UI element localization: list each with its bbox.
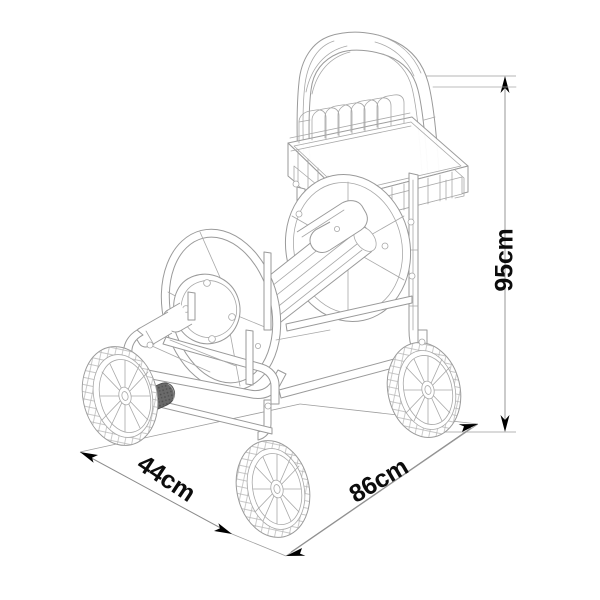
wheel-rear-left xyxy=(81,346,159,446)
wheel-front xyxy=(235,440,311,538)
dimension-length-group xyxy=(286,424,478,556)
dimension-height-group xyxy=(420,75,516,433)
wheel-rear-right xyxy=(386,342,462,438)
fasteners xyxy=(146,180,426,410)
crank-shaft xyxy=(134,302,193,348)
handle-bar xyxy=(296,31,517,187)
dimension-depth-group xyxy=(80,452,232,534)
dimension-label-height: 95cm xyxy=(490,228,519,292)
